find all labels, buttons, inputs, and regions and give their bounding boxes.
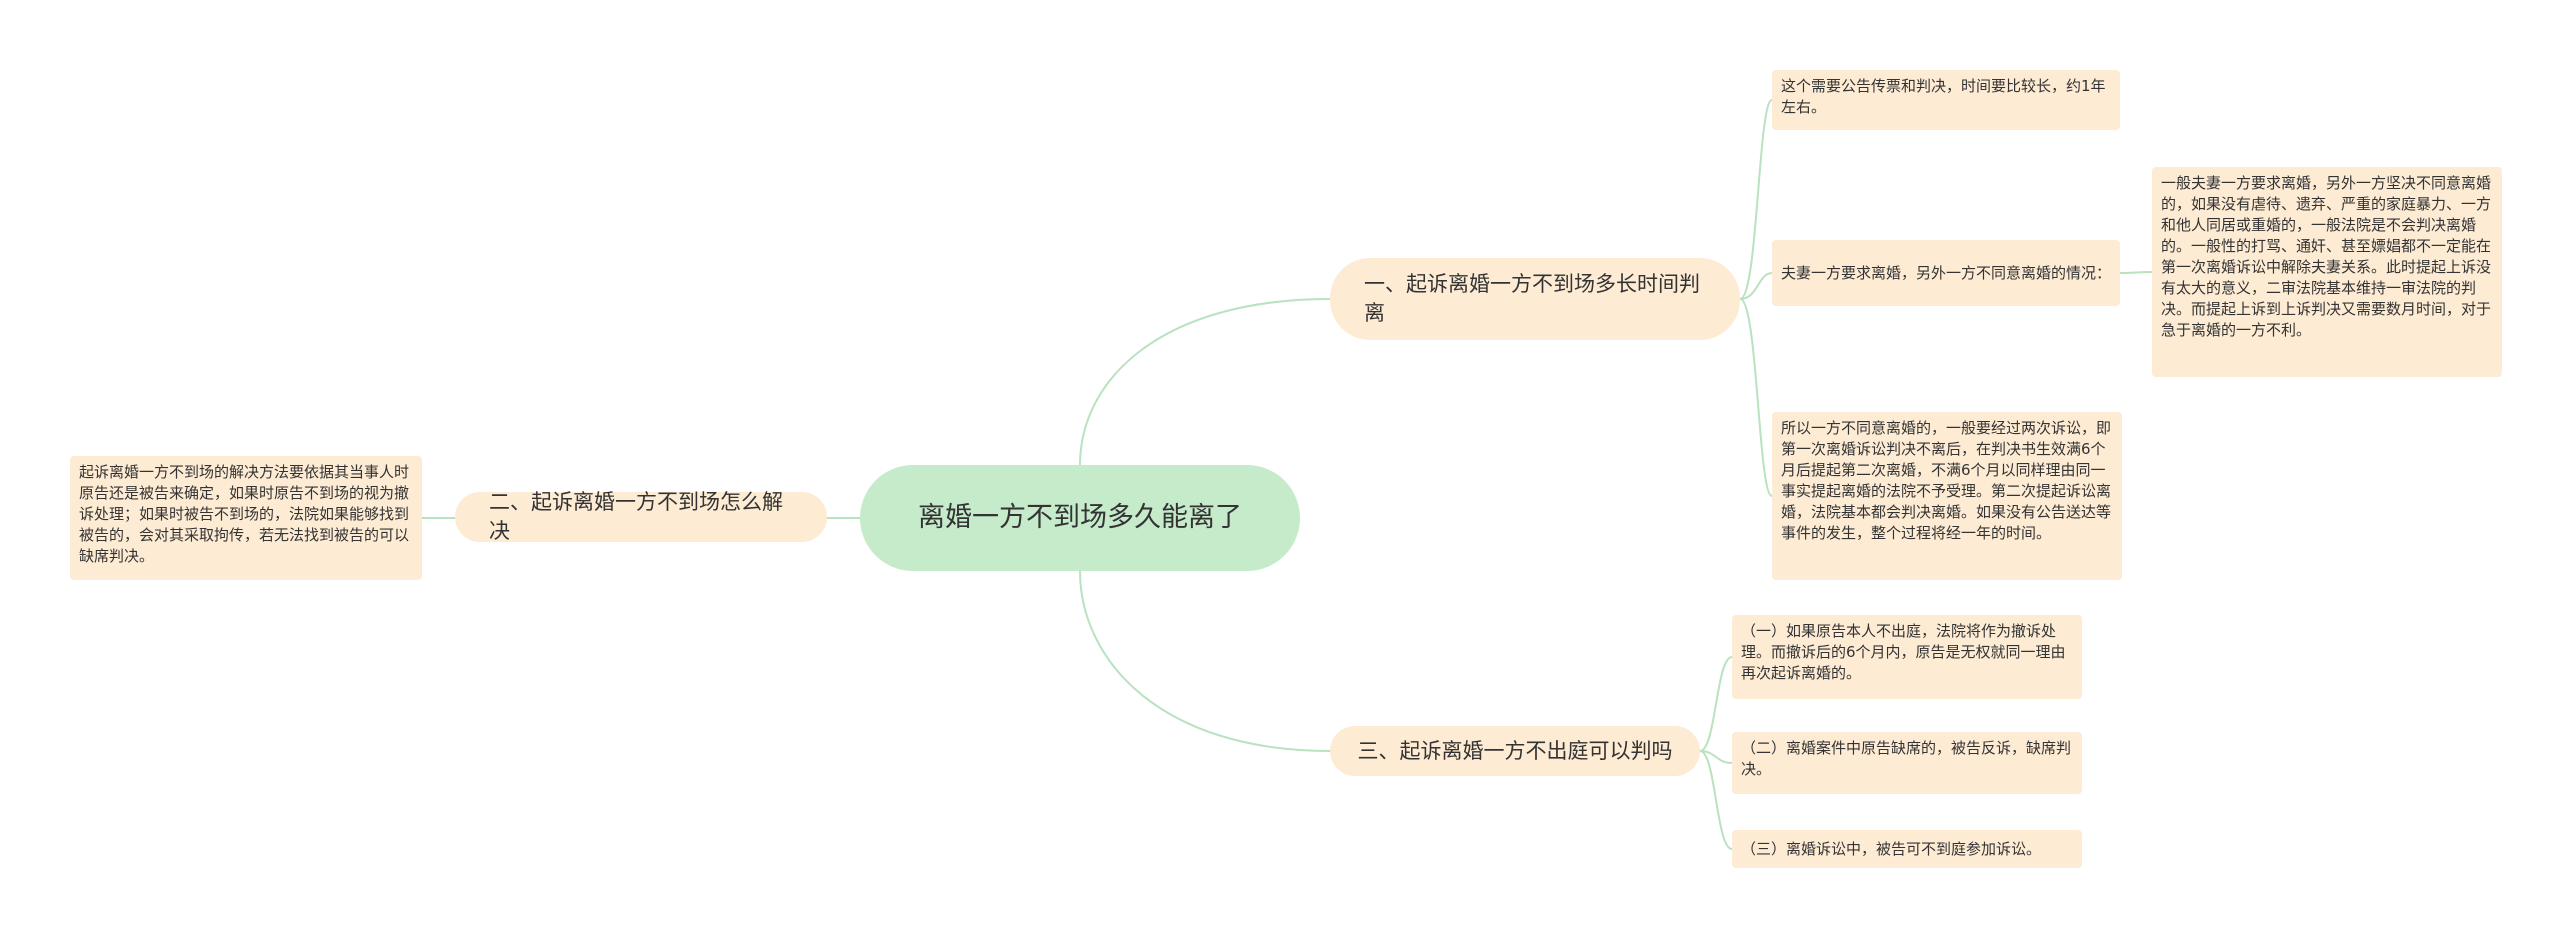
branch-topic-3-text: 三、起诉离婚一方不出庭可以判吗: [1357, 738, 1673, 763]
branch-3-to-leaf-7-connector: [1699, 750, 1733, 764]
leaf-topic-2-text: 夫妻一方要求离婚，另外一方不同意离婚的情况：: [1781, 263, 2112, 282]
branch-topic-1-text: 一、起诉离婚一方不到场多长时间判离: [1364, 272, 1700, 325]
leaf-topic-6-text: （一）如果原告本人不出庭，法院将作为撤诉处理。而撤诉后的6个月内，原告是无权就同…: [1741, 622, 2066, 682]
branch-1-to-leaf-2-connector: [1739, 272, 1773, 300]
leaf-topic-1[interactable]: 这个需要公告传票和判决，时间要比较长，约1年左右。: [1772, 70, 2120, 130]
branch-3-to-leaf-6-connector: [1699, 656, 1733, 752]
leaf-topic-8[interactable]: （三）离婚诉讼中，被告可不到庭参加诉讼。: [1732, 830, 2082, 868]
branch-topic-2[interactable]: 二、起诉离婚一方不到场怎么解决: [455, 490, 827, 543]
branch-3-to-leaf-8-connector: [1699, 750, 1733, 850]
root-topic[interactable]: 离婚一方不到场多久能离了: [860, 465, 1300, 571]
leaf-topic-6[interactable]: （一）如果原告本人不出庭，法院将作为撤诉处理。而撤诉后的6个月内，原告是无权就同…: [1732, 615, 2082, 699]
leaf-topic-4[interactable]: 所以一方不同意离婚的，一般要经过两次诉讼，即第一次离婚诉讼判决不离后，在判决书生…: [1772, 412, 2122, 580]
branch-topic-3[interactable]: 三、起诉离婚一方不出庭可以判吗: [1330, 726, 1700, 776]
leaf-2-to-leaf-3-connector: [2119, 271, 2153, 274]
leaf-topic-3-text: 一般夫妻一方要求离婚，另外一方坚决不同意离婚的，如果没有虐待、遗弃、严重的家庭暴…: [2161, 174, 2492, 339]
leaf-topic-5[interactable]: 起诉离婚一方不到场的解决方法要依据其当事人时原告还是被告来确定，如果时原告不到场…: [70, 456, 422, 580]
leaf-topic-7[interactable]: （二）离婚案件中原告缺席的，被告反诉，缺席判决。: [1732, 732, 2082, 794]
branch-1-to-leaf-4-connector: [1739, 298, 1773, 497]
root-to-branch-1-connector: [1079, 298, 1331, 466]
leaf-topic-5-text: 起诉离婚一方不到场的解决方法要依据其当事人时原告还是被告来确定，如果时原告不到场…: [79, 463, 410, 565]
leaf-topic-8-text: （三）离婚诉讼中，被告可不到庭参加诉讼。: [1741, 839, 2042, 858]
root-topic-text: 离婚一方不到场多久能离了: [918, 502, 1242, 533]
branch-topic-2-text: 二、起诉离婚一方不到场怎么解决: [489, 490, 783, 543]
branch-1-to-leaf-1-connector: [1739, 99, 1773, 300]
root-to-branch-3-connector: [1079, 570, 1331, 752]
leaf-topic-7-text: （二）离婚案件中原告缺席的，被告反诉，缺席判决。: [1741, 739, 2072, 778]
leaf-topic-3[interactable]: 一般夫妻一方要求离婚，另外一方坚决不同意离婚的，如果没有虐待、遗弃、严重的家庭暴…: [2152, 167, 2502, 377]
leaf-topic-1-text: 这个需要公告传票和判决，时间要比较长，约1年左右。: [1781, 77, 2106, 116]
leaf-topic-4-text: 所以一方不同意离婚的，一般要经过两次诉讼，即第一次离婚诉讼判决不离后，在判决书生…: [1781, 419, 2112, 542]
leaf-topic-2[interactable]: 夫妻一方要求离婚，另外一方不同意离婚的情况：: [1772, 240, 2120, 306]
branch-topic-1[interactable]: 一、起诉离婚一方不到场多长时间判离: [1330, 258, 1740, 340]
